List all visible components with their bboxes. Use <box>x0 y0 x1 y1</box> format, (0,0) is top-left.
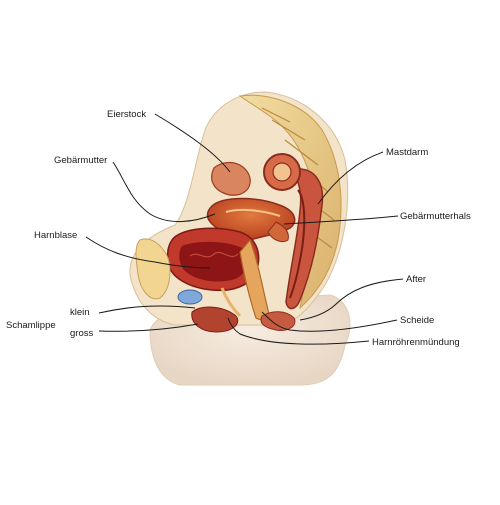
ovary <box>211 161 251 196</box>
label-mastdarm: Mastdarm <box>386 147 428 158</box>
rectum-lumen <box>289 189 306 299</box>
uterus-cavity <box>225 208 281 217</box>
label-schamlippe: Schamlippe <box>6 320 56 331</box>
label-gebaermutterhals: Gebärmutterhals <box>400 211 471 222</box>
label-gebaermutter: Gebärmutter <box>54 155 107 166</box>
leader-gebaermutter <box>112 161 216 223</box>
colon-lumen <box>272 162 292 182</box>
cervix <box>267 221 289 243</box>
urethra <box>220 287 242 318</box>
leader-mastdarm <box>317 151 384 205</box>
label-scheide: Scheide <box>400 315 434 326</box>
leader-harnblase <box>85 236 211 269</box>
bladder-folds <box>189 251 239 258</box>
leader-after <box>299 278 404 321</box>
label-eierstock: Eierstock <box>107 109 146 120</box>
symphysis <box>177 289 203 305</box>
label-klein: klein <box>70 307 90 318</box>
pubic-bone <box>135 238 171 300</box>
labia <box>191 306 239 333</box>
label-gross: gross <box>70 328 93 339</box>
leader-eierstock <box>154 113 231 173</box>
leader-harnroehrenmuendung <box>227 317 370 345</box>
leader-scheide <box>261 311 398 332</box>
label-after: After <box>406 274 426 285</box>
label-harnroehrenmuendung: Harnröhrenmündung <box>372 337 460 348</box>
leader-klein <box>98 305 196 314</box>
bladder-lining <box>179 241 249 282</box>
label-harnblase: Harnblase <box>34 230 77 241</box>
leader-gross <box>98 323 199 332</box>
leader-gebaermutterhals <box>283 215 399 225</box>
leader-lines <box>85 113 404 345</box>
perineum <box>260 311 296 331</box>
